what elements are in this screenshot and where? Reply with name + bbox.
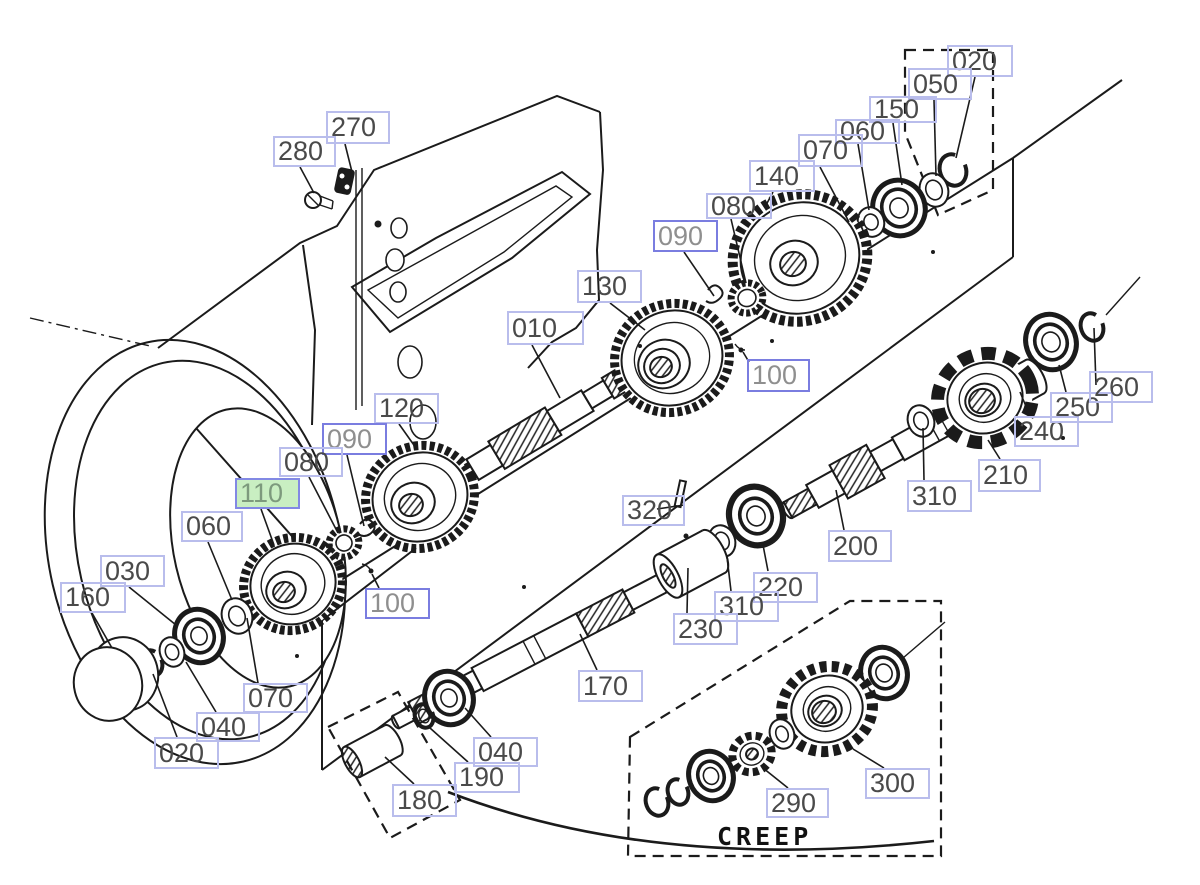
creep-bearing-left	[686, 748, 736, 804]
part-label-040[interactable]: 040	[473, 737, 538, 767]
bushing-230	[652, 528, 730, 599]
plug-160	[72, 636, 160, 722]
part-label-180[interactable]: 180	[392, 784, 457, 817]
washer-040-left	[158, 636, 186, 668]
inset-connector-curve	[447, 790, 935, 851]
gear-130	[610, 298, 734, 418]
part-label-100[interactable]: 100	[747, 359, 810, 392]
creep-caption: CREEP	[717, 822, 813, 851]
part-label-020[interactable]: 020	[154, 737, 219, 769]
creep-inset	[626, 599, 946, 858]
part-label-050[interactable]: 050	[908, 68, 972, 100]
part-label-110[interactable]: 110	[235, 478, 300, 509]
rear-shaft-parts	[652, 276, 1141, 599]
main-shaft-parts	[72, 440, 479, 722]
part-label-260[interactable]: 260	[1089, 371, 1153, 403]
part-label-310[interactable]: 310	[907, 480, 972, 512]
pin-100-mid	[361, 563, 374, 574]
bearing-220	[725, 483, 787, 549]
part-label-080[interactable]: 080	[706, 193, 772, 220]
pin-100-top	[734, 343, 746, 353]
counter-shaft-parts	[446, 152, 969, 491]
creep-snap-ring-1	[665, 777, 691, 807]
dashed-box-180	[326, 690, 462, 840]
snap-ring-260	[1078, 311, 1106, 343]
creep-washer	[768, 718, 796, 750]
part-label-060[interactable]: 060	[181, 511, 243, 542]
part-label-090[interactable]: 090	[653, 220, 718, 252]
part-label-150[interactable]: 150	[869, 96, 937, 123]
gear-210	[931, 346, 1039, 450]
part-label-080[interactable]: 080	[279, 447, 343, 477]
part-label-230[interactable]: 230	[673, 613, 738, 645]
part-label-070[interactable]: 070	[798, 134, 863, 167]
part-label-060[interactable]: 060	[835, 118, 900, 145]
gear-140	[727, 189, 873, 327]
creep-gear-290	[728, 731, 776, 777]
part-label-290[interactable]: 290	[766, 788, 829, 818]
part-label-270[interactable]: 270	[326, 111, 390, 144]
bolt-280	[304, 191, 334, 210]
gear-120	[361, 440, 479, 554]
part-label-320[interactable]: 320	[622, 495, 685, 526]
part-label-090[interactable]: 090	[322, 423, 387, 455]
part-label-200[interactable]: 200	[828, 530, 892, 562]
collar-180	[340, 724, 404, 779]
leader-lines	[91, 76, 1097, 789]
part-label-100[interactable]: 100	[365, 588, 430, 619]
part-label-140[interactable]: 140	[749, 160, 815, 192]
reference-dots	[295, 250, 1065, 658]
part-label-020[interactable]: 020	[947, 45, 1013, 77]
dashed-box-top-right	[903, 48, 995, 217]
snap-ring-190	[412, 702, 436, 730]
clip-090-mid	[357, 518, 376, 537]
part-label-300[interactable]: 300	[865, 768, 930, 799]
part-label-170[interactable]: 170	[578, 670, 643, 702]
part-label-210[interactable]: 210	[978, 459, 1041, 492]
part-label-310[interactable]: 310	[714, 591, 779, 622]
nut-080-mid	[325, 525, 363, 561]
part-label-040[interactable]: 040	[196, 712, 260, 742]
bearing-150	[870, 177, 928, 239]
part-label-280[interactable]: 280	[273, 136, 336, 167]
part-label-030[interactable]: 030	[100, 555, 165, 587]
washer-310-right	[906, 404, 936, 438]
creep-snap-ring-2	[643, 786, 671, 818]
part-label-120[interactable]: 120	[374, 393, 439, 424]
clip-090-top	[705, 284, 724, 304]
plate-270	[334, 167, 355, 195]
bearing-040-bottom	[422, 668, 476, 728]
part-label-190[interactable]: 190	[454, 762, 520, 793]
part-label-070[interactable]: 070	[243, 683, 308, 713]
washer-050	[918, 172, 950, 208]
part-label-160[interactable]: 160	[60, 582, 126, 613]
part-label-250[interactable]: 250	[1050, 392, 1113, 423]
part-label-130[interactable]: 130	[577, 270, 642, 303]
dashed-box-creep	[626, 599, 943, 858]
part-label-010[interactable]: 010	[507, 311, 584, 345]
part-label-220[interactable]: 220	[753, 572, 818, 603]
nut-080-top	[727, 279, 767, 317]
washer-060-mid	[220, 597, 254, 635]
pto-shaft-parts	[326, 573, 669, 840]
